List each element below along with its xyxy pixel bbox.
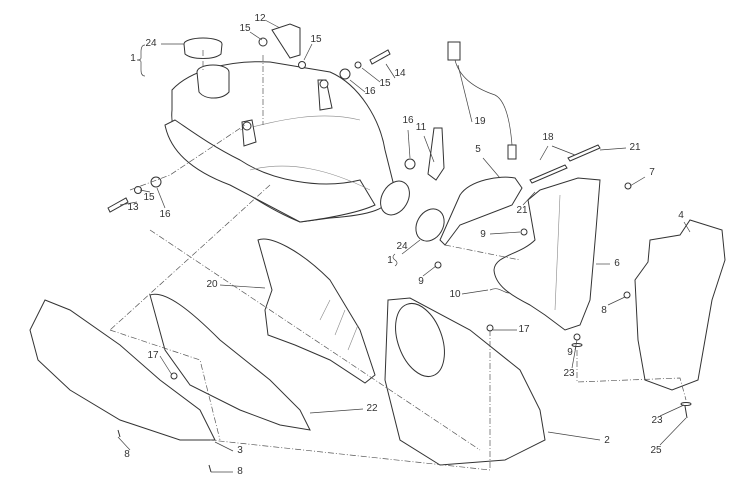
- heat-shield-4: [634, 219, 726, 391]
- callout-12[interactable]: 12: [254, 13, 266, 24]
- assembly-lines: [109, 50, 687, 471]
- callout-23[interactable]: 23: [563, 368, 575, 379]
- leader-lines: [117, 19, 691, 473]
- gasket-strips-18: [529, 144, 601, 184]
- callout-8[interactable]: 8: [124, 449, 130, 460]
- callout-16[interactable]: 16: [159, 209, 171, 220]
- lower-cover-3: [29, 299, 216, 441]
- callout-5[interactable]: 5: [475, 144, 481, 155]
- callout-11[interactable]: 11: [415, 122, 427, 133]
- callout-16[interactable]: 16: [364, 86, 376, 97]
- callout-21[interactable]: 21: [629, 142, 641, 153]
- callout-21[interactable]: 21: [516, 205, 528, 216]
- callout-4[interactable]: 4: [678, 210, 684, 221]
- callout-1[interactable]: 1: [387, 255, 393, 266]
- bracket-1b: [392, 253, 398, 267]
- callout-9[interactable]: 9: [567, 347, 573, 358]
- callout-15[interactable]: 15: [143, 192, 155, 203]
- callout-24[interactable]: 24: [145, 38, 157, 49]
- callout-3[interactable]: 3: [237, 445, 243, 456]
- callout-20[interactable]: 20: [206, 279, 218, 290]
- bracket-1: [136, 44, 146, 77]
- callout-7[interactable]: 7: [649, 167, 655, 178]
- callout-14[interactable]: 14: [394, 68, 406, 79]
- callout-24[interactable]: 24: [396, 241, 408, 252]
- muffler-part-1: [164, 23, 445, 242]
- callout-25[interactable]: 25: [650, 445, 662, 456]
- callout-6[interactable]: 6: [614, 258, 620, 269]
- callout-8[interactable]: 8: [601, 305, 607, 316]
- callout-17[interactable]: 17: [147, 350, 159, 361]
- callout-1[interactable]: 1: [130, 53, 136, 64]
- exhaust-headers-6: [493, 177, 601, 331]
- callout-8[interactable]: 8: [237, 466, 243, 477]
- callout-19[interactable]: 19: [474, 116, 486, 127]
- callout-9[interactable]: 9: [480, 229, 486, 240]
- callout-15[interactable]: 15: [379, 78, 391, 89]
- callout-9[interactable]: 9: [418, 276, 424, 287]
- callout-15[interactable]: 15: [239, 23, 251, 34]
- callout-16[interactable]: 16: [402, 115, 414, 126]
- callout-18[interactable]: 18: [542, 132, 554, 143]
- callout-23[interactable]: 23: [651, 415, 663, 426]
- callout-2[interactable]: 2: [604, 435, 610, 446]
- callout-13[interactable]: 13: [127, 202, 139, 213]
- heat-shield-20: [257, 238, 376, 384]
- callout-17[interactable]: 17: [518, 324, 530, 335]
- callout-10[interactable]: 10: [449, 289, 461, 300]
- fasteners: [107, 37, 692, 473]
- side-cover-22: [149, 293, 311, 431]
- callout-15[interactable]: 15: [310, 34, 322, 45]
- callout-22[interactable]: 22: [366, 403, 378, 414]
- heat-shield-5: [439, 176, 523, 246]
